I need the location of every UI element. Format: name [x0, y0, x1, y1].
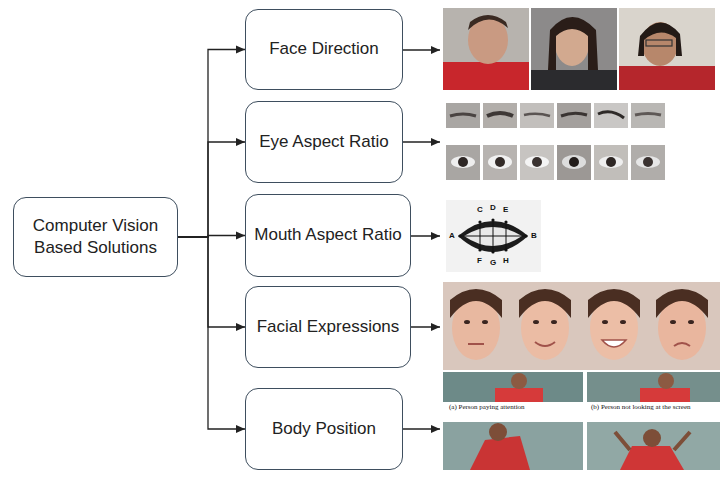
branch-arrow	[178, 142, 245, 237]
branch-arrow	[178, 237, 245, 327]
box-label: Facial Expressions	[249, 316, 408, 338]
box-label: Mouth Aspect Ratio	[246, 224, 409, 246]
box-label: Computer Vision Based Solutions	[14, 215, 177, 259]
method-box: Facial Expressions	[245, 286, 411, 368]
box-label: Face Direction	[261, 38, 387, 60]
mouth-schematic	[446, 200, 541, 272]
point-letter: A	[449, 232, 455, 240]
point-letter: F	[477, 257, 482, 265]
root-box: Computer Vision Based Solutions	[13, 197, 178, 277]
eye-thumbnails	[446, 103, 665, 180]
point-letter: C	[477, 206, 483, 214]
method-box: Face Direction	[245, 9, 403, 90]
body-position-photos	[443, 372, 720, 470]
point-letter: B	[531, 232, 537, 240]
box-label: Eye Aspect Ratio	[251, 131, 396, 153]
box-label: Body Position	[264, 418, 384, 440]
facial-expression-photos	[443, 282, 720, 370]
face-direction-photos	[443, 8, 715, 90]
point-letter: E	[503, 206, 508, 214]
photo-caption: (a) Person paying attention	[447, 403, 581, 411]
method-box: Mouth Aspect Ratio	[245, 194, 411, 277]
branch-arrow	[178, 237, 245, 429]
point-letter: D	[490, 204, 496, 212]
branch-arrow	[178, 50, 245, 238]
point-letter: H	[503, 257, 509, 265]
method-box: Eye Aspect Ratio	[245, 101, 403, 183]
method-box: Body Position	[245, 388, 403, 470]
point-letter: G	[490, 259, 496, 267]
photo-caption: (b) Person not looking at the screen	[589, 403, 717, 411]
